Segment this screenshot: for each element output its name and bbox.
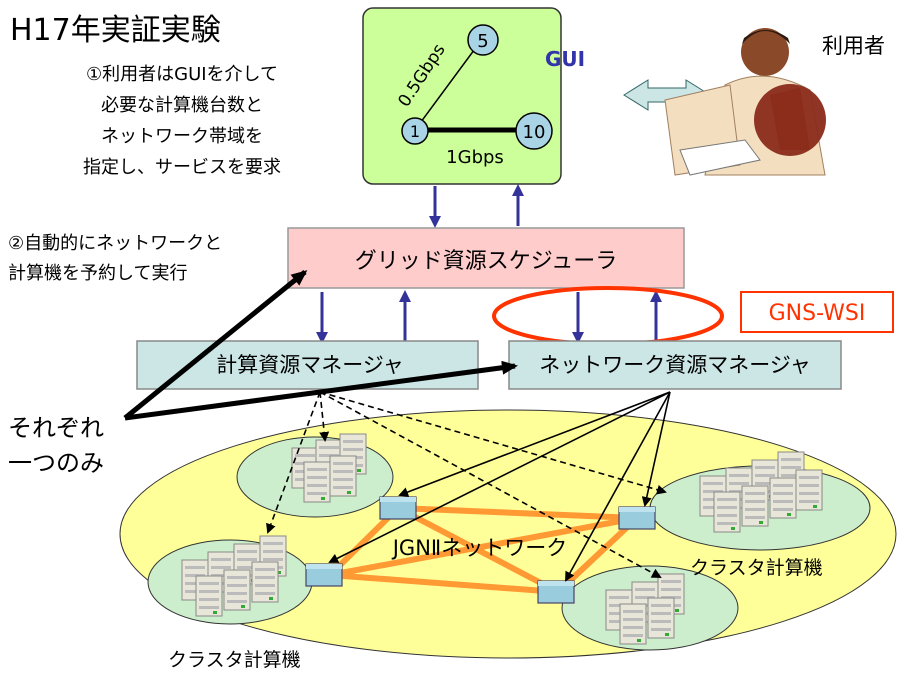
step1-line: ネットワーク帯域を [101,126,263,147]
step2-line: 計算機を予約して実行 [8,263,187,284]
step1-text: ①利用者はGUIを介して 必要な計算機台数と ネットワーク帯域を 指定し、サービ… [83,64,281,178]
gui-link-1g-label: 1Gbps [446,147,504,168]
step1-line: ①利用者はGUIを介して [86,64,278,85]
step2-line: ②自動的にネットワークと [8,233,222,254]
gui-node-5 [467,24,499,56]
scheduler-label: グリッド資源スケジューラ [355,249,617,274]
single-label: 一つのみ [8,449,104,477]
network-manager-box [508,340,842,390]
gui-link-05 [414,41,481,131]
step1-line: 必要な計算機台数と [101,95,263,116]
page-title: H17年実証実験 [10,13,221,48]
gui-node-1 [401,117,429,145]
cluster-label-right: クラスタ計算機 [690,557,823,579]
gui-node-10-label: 10 [523,122,546,143]
step1-line: 指定し、サービスを要求 [83,157,281,178]
router-4 [537,580,575,604]
router-1 [379,496,417,520]
gui-panel: 5 1 10 GUI 0.5Gbps 1Gbps [362,7,585,185]
arrow-to-scheduler [123,270,308,420]
gns-label: GNS-WSI [769,301,866,326]
cluster-label-bottom: クラスタ計算機 [168,649,301,671]
gns-label-box [740,291,894,333]
compute-manager-label: 計算資源マネージャ [216,353,404,377]
gui-node-1-label: 1 [410,122,420,141]
network-manager-label: ネットワーク資源マネージャ [539,353,811,377]
gns-oval [492,286,724,346]
router-2 [618,506,656,530]
single-label: それぞれ [8,414,104,442]
scheduler-box [287,227,685,289]
network-solid-arrows [328,391,671,582]
gui-node-5-label: 5 [477,31,488,52]
gui-label: GUI [545,47,585,71]
network-label: JGNⅡネットワーク [391,536,568,560]
gui-node-10 [515,112,553,150]
user-label: 利用者 [822,34,885,58]
router-3 [305,563,343,587]
user-illustration [664,28,826,176]
compute-dashed-arrows [266,391,667,578]
